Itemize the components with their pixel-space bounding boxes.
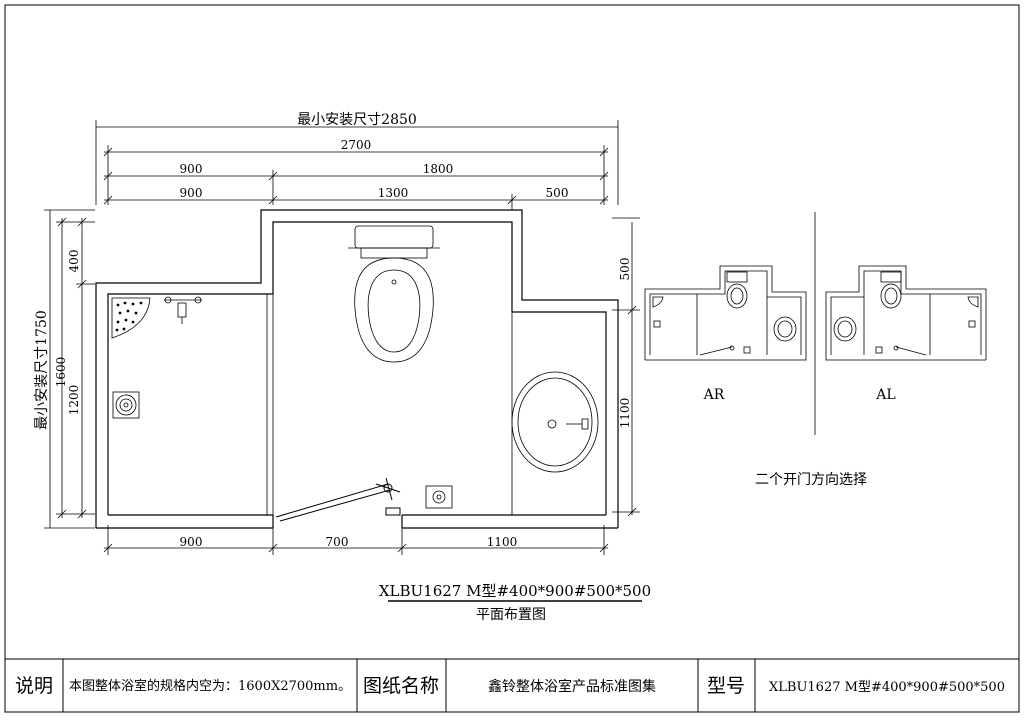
dim-right-500: 500	[618, 258, 632, 281]
title-block-model-label: 型号	[707, 675, 745, 697]
dim-left-1200: 1200	[67, 385, 81, 416]
dim-top-900b: 900	[180, 186, 203, 200]
left-dimensions	[44, 209, 95, 529]
dim-left-400: 400	[67, 250, 81, 273]
dim-top-total: 2700	[341, 138, 372, 152]
title-block-desc-label: 说明	[15, 675, 53, 697]
variant-al-label: AL	[875, 387, 895, 403]
variant-ar-label: AR	[703, 387, 725, 403]
dim-top-900a: 900	[180, 162, 203, 176]
title-block-name-text: 鑫铃整体浴室产品标准图集	[488, 678, 656, 695]
top-dimensions	[95, 120, 619, 210]
toilet-icon	[348, 225, 440, 363]
dim-top-1300: 1300	[378, 186, 409, 200]
variant-caption: 二个开门方向选择	[755, 472, 867, 488]
dim-top-1800: 1800	[423, 162, 454, 176]
title-block-model-text: XLBU1627 M型#400*900#500*500	[769, 680, 1005, 695]
floor-drain-icon	[112, 391, 140, 419]
dim-left-1600: 1600	[54, 357, 68, 388]
bottom-dimensions	[103, 525, 609, 555]
dim-bottom-1100: 1100	[487, 535, 518, 549]
drawing-model-title: XLBU1627 M型#400*900#500*500	[379, 582, 651, 600]
dim-right-1100: 1100	[618, 398, 632, 429]
dim-bottom-900: 900	[180, 535, 203, 549]
drain-icon	[425, 485, 453, 509]
variant-ar-plan	[644, 265, 807, 361]
bathroom-walls	[95, 209, 619, 529]
shower-mixer-icon	[164, 296, 202, 324]
dim-bottom-700: 700	[326, 535, 349, 549]
dim-top-overall: 最小安装尺寸2850	[297, 112, 417, 128]
wash-basin-icon	[511, 371, 599, 473]
door-icon	[275, 477, 401, 522]
corner-shower-icon	[111, 297, 151, 339]
dim-left-overall: 最小安装尺寸1750	[34, 310, 50, 430]
drawing-subtitle: 平面布置图	[476, 607, 546, 623]
title-block	[4, 658, 1020, 713]
dim-top-500: 500	[546, 186, 569, 200]
variant-al-plan	[825, 265, 987, 361]
right-dimensions	[612, 217, 640, 517]
title-block-name-label: 图纸名称	[363, 675, 439, 697]
title-block-desc-text: 本图整体浴室的规格内空为：1600X2700mm。	[69, 678, 351, 694]
